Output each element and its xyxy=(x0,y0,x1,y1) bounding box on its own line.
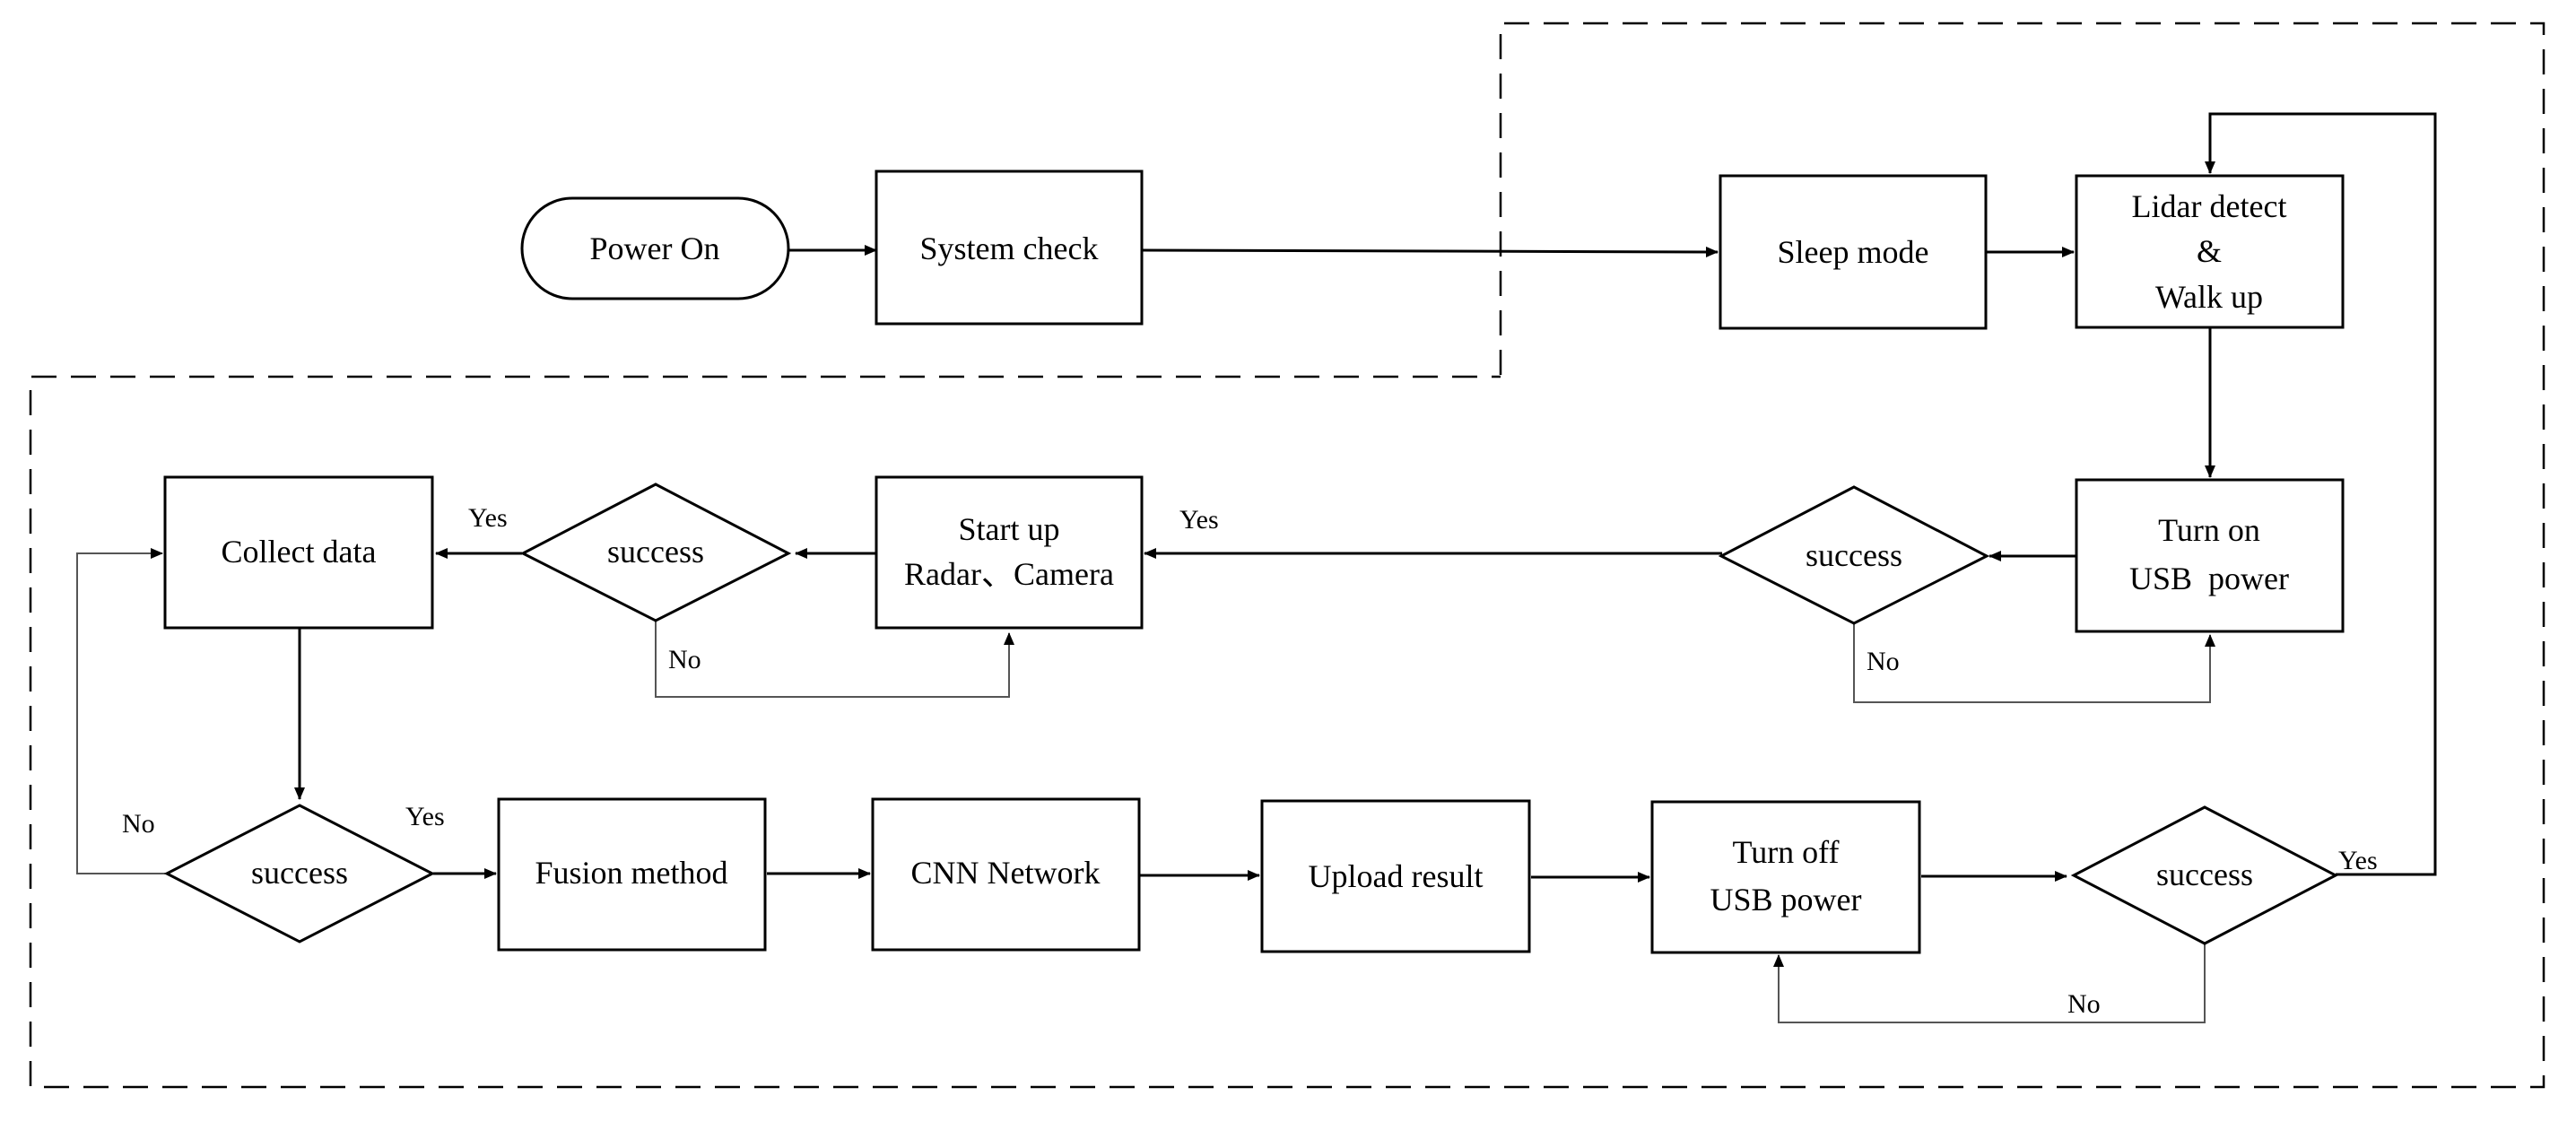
process-start-up: Start up Radar、Camera xyxy=(875,475,1144,630)
usb-off-no-label: No xyxy=(2067,989,2101,1019)
decision-success-usb-on: success xyxy=(1718,485,1990,625)
edges xyxy=(76,112,2437,1023)
process-collect-data: Collect data xyxy=(163,475,434,630)
process-system-check: System check xyxy=(875,170,1144,326)
sleep-region-boundary xyxy=(29,22,2546,1089)
edge-usb-on-no-loop xyxy=(1853,622,2215,703)
edge-labels: Yes No Yes No Yes No Yes No xyxy=(122,503,2378,1019)
fusion-method-label: Fusion method xyxy=(535,855,727,891)
process-upload-result: Upload result xyxy=(1260,799,1531,953)
process-lidar-detect: Lidar detect & Walk up xyxy=(2075,174,2345,329)
edge-system-check-to-sleep-mode xyxy=(1141,246,1719,257)
usb-on-no-label: No xyxy=(1867,647,1900,676)
edge-collect-no-loop xyxy=(76,548,166,874)
success-usb-off-label: success xyxy=(2156,857,2253,892)
edge-start-no-loop xyxy=(655,621,1014,698)
power-on-label: Power On xyxy=(590,230,720,266)
usb-on-yes-label: Yes xyxy=(1179,505,1219,535)
lidar-label-line-3: Walk up xyxy=(2155,279,2263,315)
collect-yes-label: Yes xyxy=(405,802,445,831)
process-sleep-mode: Sleep mode xyxy=(1719,174,1988,330)
turn-off-usb-label-line-2: USB power xyxy=(1710,882,1862,918)
success-start-label: success xyxy=(607,534,704,570)
success-usb-on-label: success xyxy=(1806,537,1902,573)
collect-data-label: Collect data xyxy=(222,534,377,570)
cnn-network-label: CNN Network xyxy=(911,855,1101,891)
decision-success-start: success xyxy=(519,483,792,622)
start-yes-label: Yes xyxy=(468,503,508,533)
process-fusion-method: Fusion method xyxy=(497,797,767,952)
lidar-label-line-2: & xyxy=(2197,233,2222,269)
collect-no-label: No xyxy=(122,809,155,839)
process-cnn-network: CNN Network xyxy=(871,797,1141,952)
decision-success-collect: success xyxy=(163,804,436,944)
start-up-label-line-1: Start up xyxy=(959,511,1060,547)
system-check-label: System check xyxy=(920,230,1099,266)
start-up-label-line-2: Radar、Camera xyxy=(904,556,1114,592)
start-no-label: No xyxy=(668,645,701,674)
edge-usb-off-yes-loop xyxy=(2205,112,2437,876)
upload-result-label: Upload result xyxy=(1309,858,1484,894)
usb-off-yes-label: Yes xyxy=(2338,846,2378,875)
success-collect-label: success xyxy=(251,855,348,891)
decision-success-usb-off: success xyxy=(2070,805,2339,945)
turn-on-usb-label-line-1: Turn on xyxy=(2158,512,2260,548)
sleep-mode-label: Sleep mode xyxy=(1778,234,1929,270)
turn-on-usb-label-line-2: USB power xyxy=(2129,561,2289,596)
edge-usb-off-no-loop xyxy=(1773,944,2206,1023)
turn-off-usb-label-line-1: Turn off xyxy=(1732,834,1839,870)
lidar-label-line-1: Lidar detect xyxy=(2132,188,2287,224)
process-turn-on-usb: Turn on USB power xyxy=(2075,478,2345,633)
terminator-power-on: Power On xyxy=(520,196,790,300)
process-turn-off-usb: Turn off USB power xyxy=(1650,800,1921,954)
